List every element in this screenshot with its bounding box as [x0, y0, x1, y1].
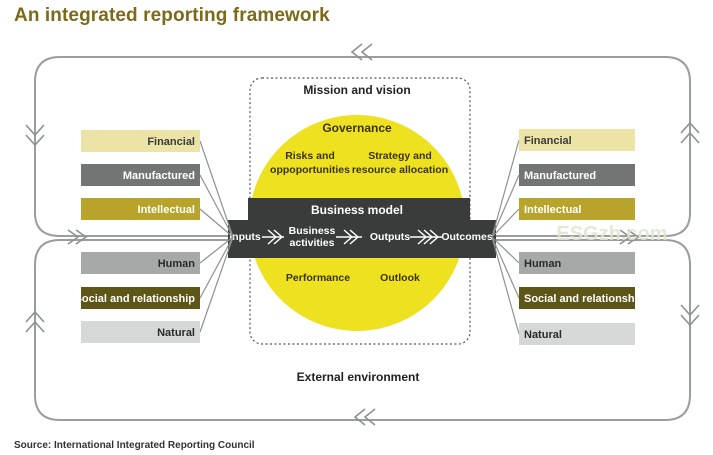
inputs-label: Inputs	[229, 231, 261, 243]
connector-line	[199, 236, 234, 299]
chevron-left-icon	[350, 43, 373, 61]
external-environment-label: External environment	[297, 370, 420, 384]
source-note: Source: International Integrated Reporti…	[14, 440, 255, 451]
connector-line	[199, 208, 234, 238]
capital-label-right: Social and relationship	[524, 293, 645, 305]
connector-line	[491, 174, 520, 238]
strategy-label-line1: Strategy and	[368, 150, 432, 162]
connector-line	[491, 139, 520, 238]
chevron-up-icon	[25, 310, 45, 333]
chevron-up-icon	[680, 121, 700, 144]
capital-box-right	[519, 164, 635, 186]
business-model-label: Business model	[311, 203, 403, 217]
activities-label-line1: Business	[289, 225, 336, 237]
capital-label-left: Manufactured	[123, 170, 195, 182]
outlook-label: Outlook	[380, 272, 420, 284]
capital-label-left: Natural	[157, 327, 195, 339]
outputs-label: Outputs	[370, 231, 410, 243]
connector-line	[199, 140, 234, 238]
capital-box-right	[519, 323, 635, 345]
capital-label-left: Financial	[147, 136, 195, 148]
capital-box-right	[519, 252, 635, 274]
chevron-right-icon	[67, 229, 88, 245]
chevron-down-icon	[680, 304, 700, 327]
watermark: ESGzh.com	[556, 223, 667, 245]
capitals-layer: FinancialManufacturedIntellectualHumanSo…	[75, 129, 645, 345]
capital-box-left	[81, 321, 200, 343]
capital-box-left	[81, 130, 200, 152]
lower-loop	[34, 239, 691, 421]
business-model-header	[248, 198, 470, 221]
connector-line	[199, 174, 234, 238]
chevron-right-icon	[619, 229, 640, 245]
capital-label-right: Financial	[524, 135, 572, 147]
performance-label: Performance	[286, 272, 350, 284]
capital-box-right	[519, 287, 635, 309]
governance-label: Governance	[322, 121, 392, 135]
risks-label-line2: oppoportunities	[270, 164, 350, 176]
connector-line	[491, 236, 520, 299]
capital-box-left	[81, 287, 200, 309]
mission-label: Mission and vision	[303, 83, 410, 97]
capital-label-right: Natural	[524, 329, 562, 341]
capital-box-left	[81, 164, 200, 186]
connector-line	[199, 236, 234, 333]
capital-box-left	[81, 198, 200, 220]
flow-arrow-icon	[410, 229, 442, 245]
page-title: An integrated reporting framework	[14, 5, 330, 26]
activities-label-line2: activities	[290, 237, 335, 249]
capital-label-left: Social and relationship	[75, 293, 196, 305]
capital-box-right	[519, 198, 635, 220]
capital-box-right	[519, 129, 635, 151]
capital-label-left: Intellectual	[138, 204, 195, 216]
chevron-left-icon	[353, 408, 376, 426]
capital-label-left: Human	[158, 258, 196, 270]
connector-line	[199, 236, 234, 264]
connector-line	[491, 236, 520, 335]
capital-box-left	[81, 252, 200, 274]
capital-label-right: Human	[524, 258, 562, 270]
risks-label-line1: Risks and	[285, 150, 335, 162]
flow-arrow-icon	[336, 229, 362, 245]
connector-line	[491, 236, 520, 264]
capital-label-right: Manufactured	[524, 170, 596, 182]
capital-label-right: Intellectual	[524, 204, 581, 216]
flow-arrow-icon	[262, 229, 284, 245]
connector-line	[491, 208, 520, 238]
strategy-label-line2: resource allocation	[352, 164, 448, 176]
outcomes-label: Outcomes	[441, 231, 493, 243]
chevron-down-icon	[25, 124, 45, 147]
